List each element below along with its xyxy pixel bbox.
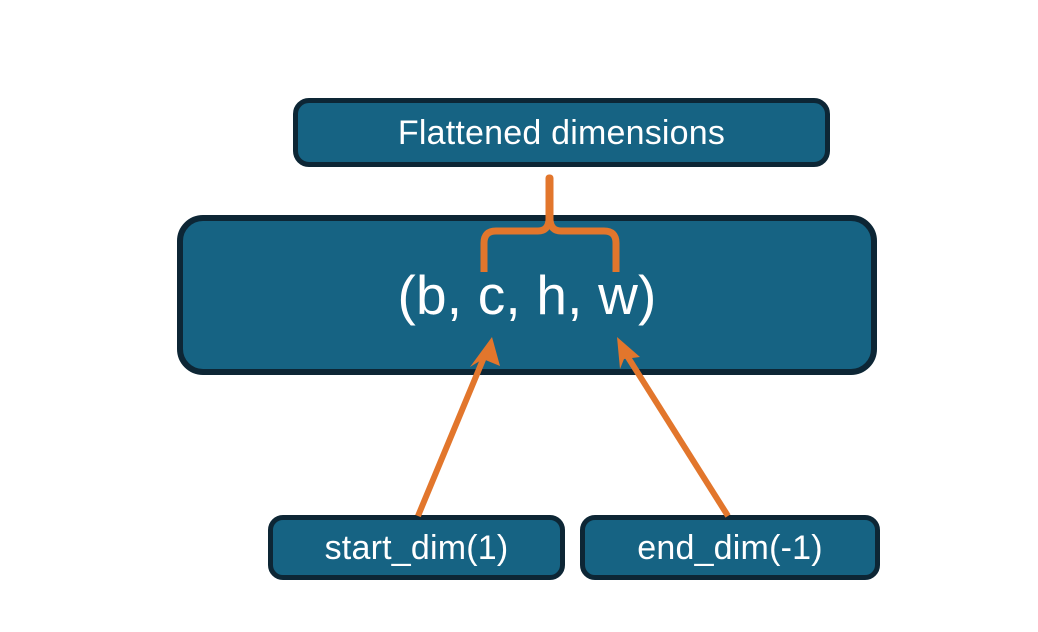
end-dim-node: end_dim(-1) xyxy=(580,515,880,580)
tensor-shape-label: (b, c, h, w) xyxy=(397,263,657,326)
start-dim-node: start_dim(1) xyxy=(268,515,565,580)
end-dim-label: end_dim(-1) xyxy=(637,528,823,567)
flattened-dimensions-node: Flattened dimensions xyxy=(293,98,830,167)
flattened-dimensions-label: Flattened dimensions xyxy=(397,113,726,152)
start-dim-label: start_dim(1) xyxy=(324,528,509,567)
arrow-end-dim-line xyxy=(621,349,731,518)
tensor-shape-node: (b, c, h, w) xyxy=(177,215,877,375)
